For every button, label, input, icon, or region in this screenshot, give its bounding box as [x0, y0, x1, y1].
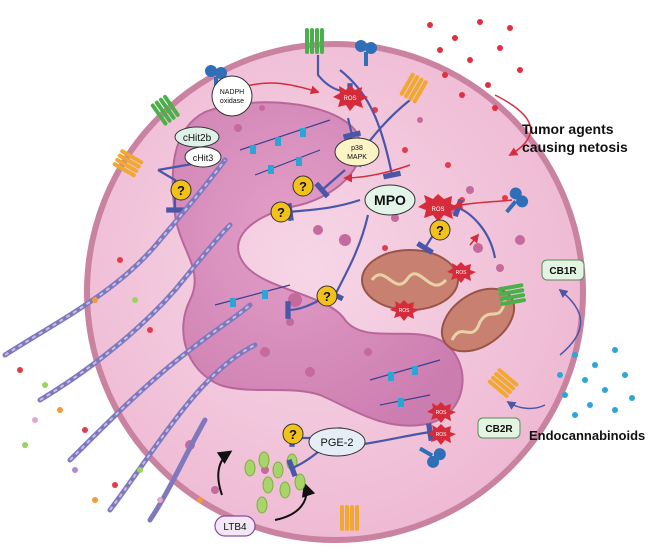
cb1r-node: CB1R [541, 259, 585, 281]
net-debris [17, 257, 203, 503]
cb2r-arrow [506, 401, 546, 410]
chit2b-label: cHit2b [183, 133, 212, 144]
ros-right-label: ROS [431, 207, 444, 213]
ltb4-label: LTB4 [223, 522, 247, 533]
chit3-node: cHit3 [184, 146, 222, 168]
endocannabinoid-particles [557, 347, 635, 418]
chit2b-node: cHit2b [174, 126, 220, 148]
receptor-left-yellow [112, 149, 144, 178]
svg-text:?: ? [323, 289, 331, 304]
pge2-node: PGE-2 [308, 427, 366, 457]
ros-burst-right: ROS [418, 194, 459, 222]
question-1: ? [170, 179, 192, 201]
endocannabinoids-label: Endocannabinoids [529, 428, 645, 443]
net-dna-highlights [4, 159, 256, 511]
p38-mapk-node: p38 MAPK [334, 137, 380, 167]
tumor-agent-particles [427, 19, 523, 111]
tumor-label-2: causing netosis [522, 139, 628, 155]
question-4: ? [429, 219, 451, 241]
tumor-arrow [494, 94, 532, 156]
svg-text:?: ? [299, 179, 307, 194]
receptor-cb1r [497, 283, 526, 306]
receptor-top-green [305, 28, 324, 54]
ros-top-label: ROS [343, 96, 356, 102]
receptor-right-blue [505, 187, 529, 214]
nadph-oxidase-node: NADPH oxidase [211, 75, 253, 117]
mpo-node: MPO [364, 184, 416, 216]
ltb4-node: LTB4 [214, 515, 256, 537]
pge2-label: PGE-2 [320, 437, 353, 449]
question-2: ? [292, 175, 314, 197]
svg-text:?: ? [277, 205, 285, 220]
ros-bottom1-label: ROS [436, 410, 448, 416]
mpo-label: MPO [374, 192, 406, 208]
question-5: ? [316, 285, 338, 307]
receptor-bottom-yellow [340, 505, 359, 531]
receptor-top-blue [355, 40, 377, 66]
ros-burst-mito-2: ROS [390, 300, 419, 321]
ltb4-arrow-2 [274, 482, 316, 521]
ros-bottom2-label: ROS [436, 432, 448, 438]
question-6: ? [282, 423, 304, 445]
receptor-cb2r [487, 368, 519, 398]
svg-text:?: ? [177, 183, 185, 198]
tumor-label-1: Tumor agents [522, 121, 614, 137]
receptor-top-right-yellow [399, 72, 428, 104]
cb2r-node: CB2R [477, 417, 521, 439]
question-3: ? [270, 201, 292, 223]
receptor-left-green [150, 94, 180, 126]
svg-text:?: ? [436, 223, 444, 238]
ros-burst-top: ROS [333, 85, 368, 111]
ltb4-vesicles [244, 451, 306, 514]
ros-mito2-label: ROS [399, 308, 411, 314]
cb1r-label: CB1R [549, 266, 577, 277]
nadph-label-2: oxidase [220, 98, 244, 105]
question-markers: ? ? ? ? ? ? [170, 175, 451, 445]
receptor-bottom-blue [418, 446, 446, 468]
cb2r-label: CB2R [485, 424, 513, 435]
histone-markers [230, 128, 418, 407]
p38-label-2: MAPK [347, 154, 367, 161]
ltb4-arrow-1 [216, 450, 233, 496]
p38-label-1: p38 [351, 145, 363, 152]
cb1r-arrow [558, 288, 582, 356]
ros-burst-bottom-2: ROS [427, 424, 456, 445]
ros-burst-bottom-1: ROS [427, 402, 456, 423]
nadph-label-1: NADPH [220, 89, 245, 96]
ros-mito1-label: ROS [456, 270, 468, 276]
ros-burst-mito-1: ROS [447, 262, 476, 283]
mitochondrion-1 [361, 249, 459, 311]
chit3-label: cHit3 [193, 153, 214, 163]
svg-text:?: ? [289, 427, 297, 442]
